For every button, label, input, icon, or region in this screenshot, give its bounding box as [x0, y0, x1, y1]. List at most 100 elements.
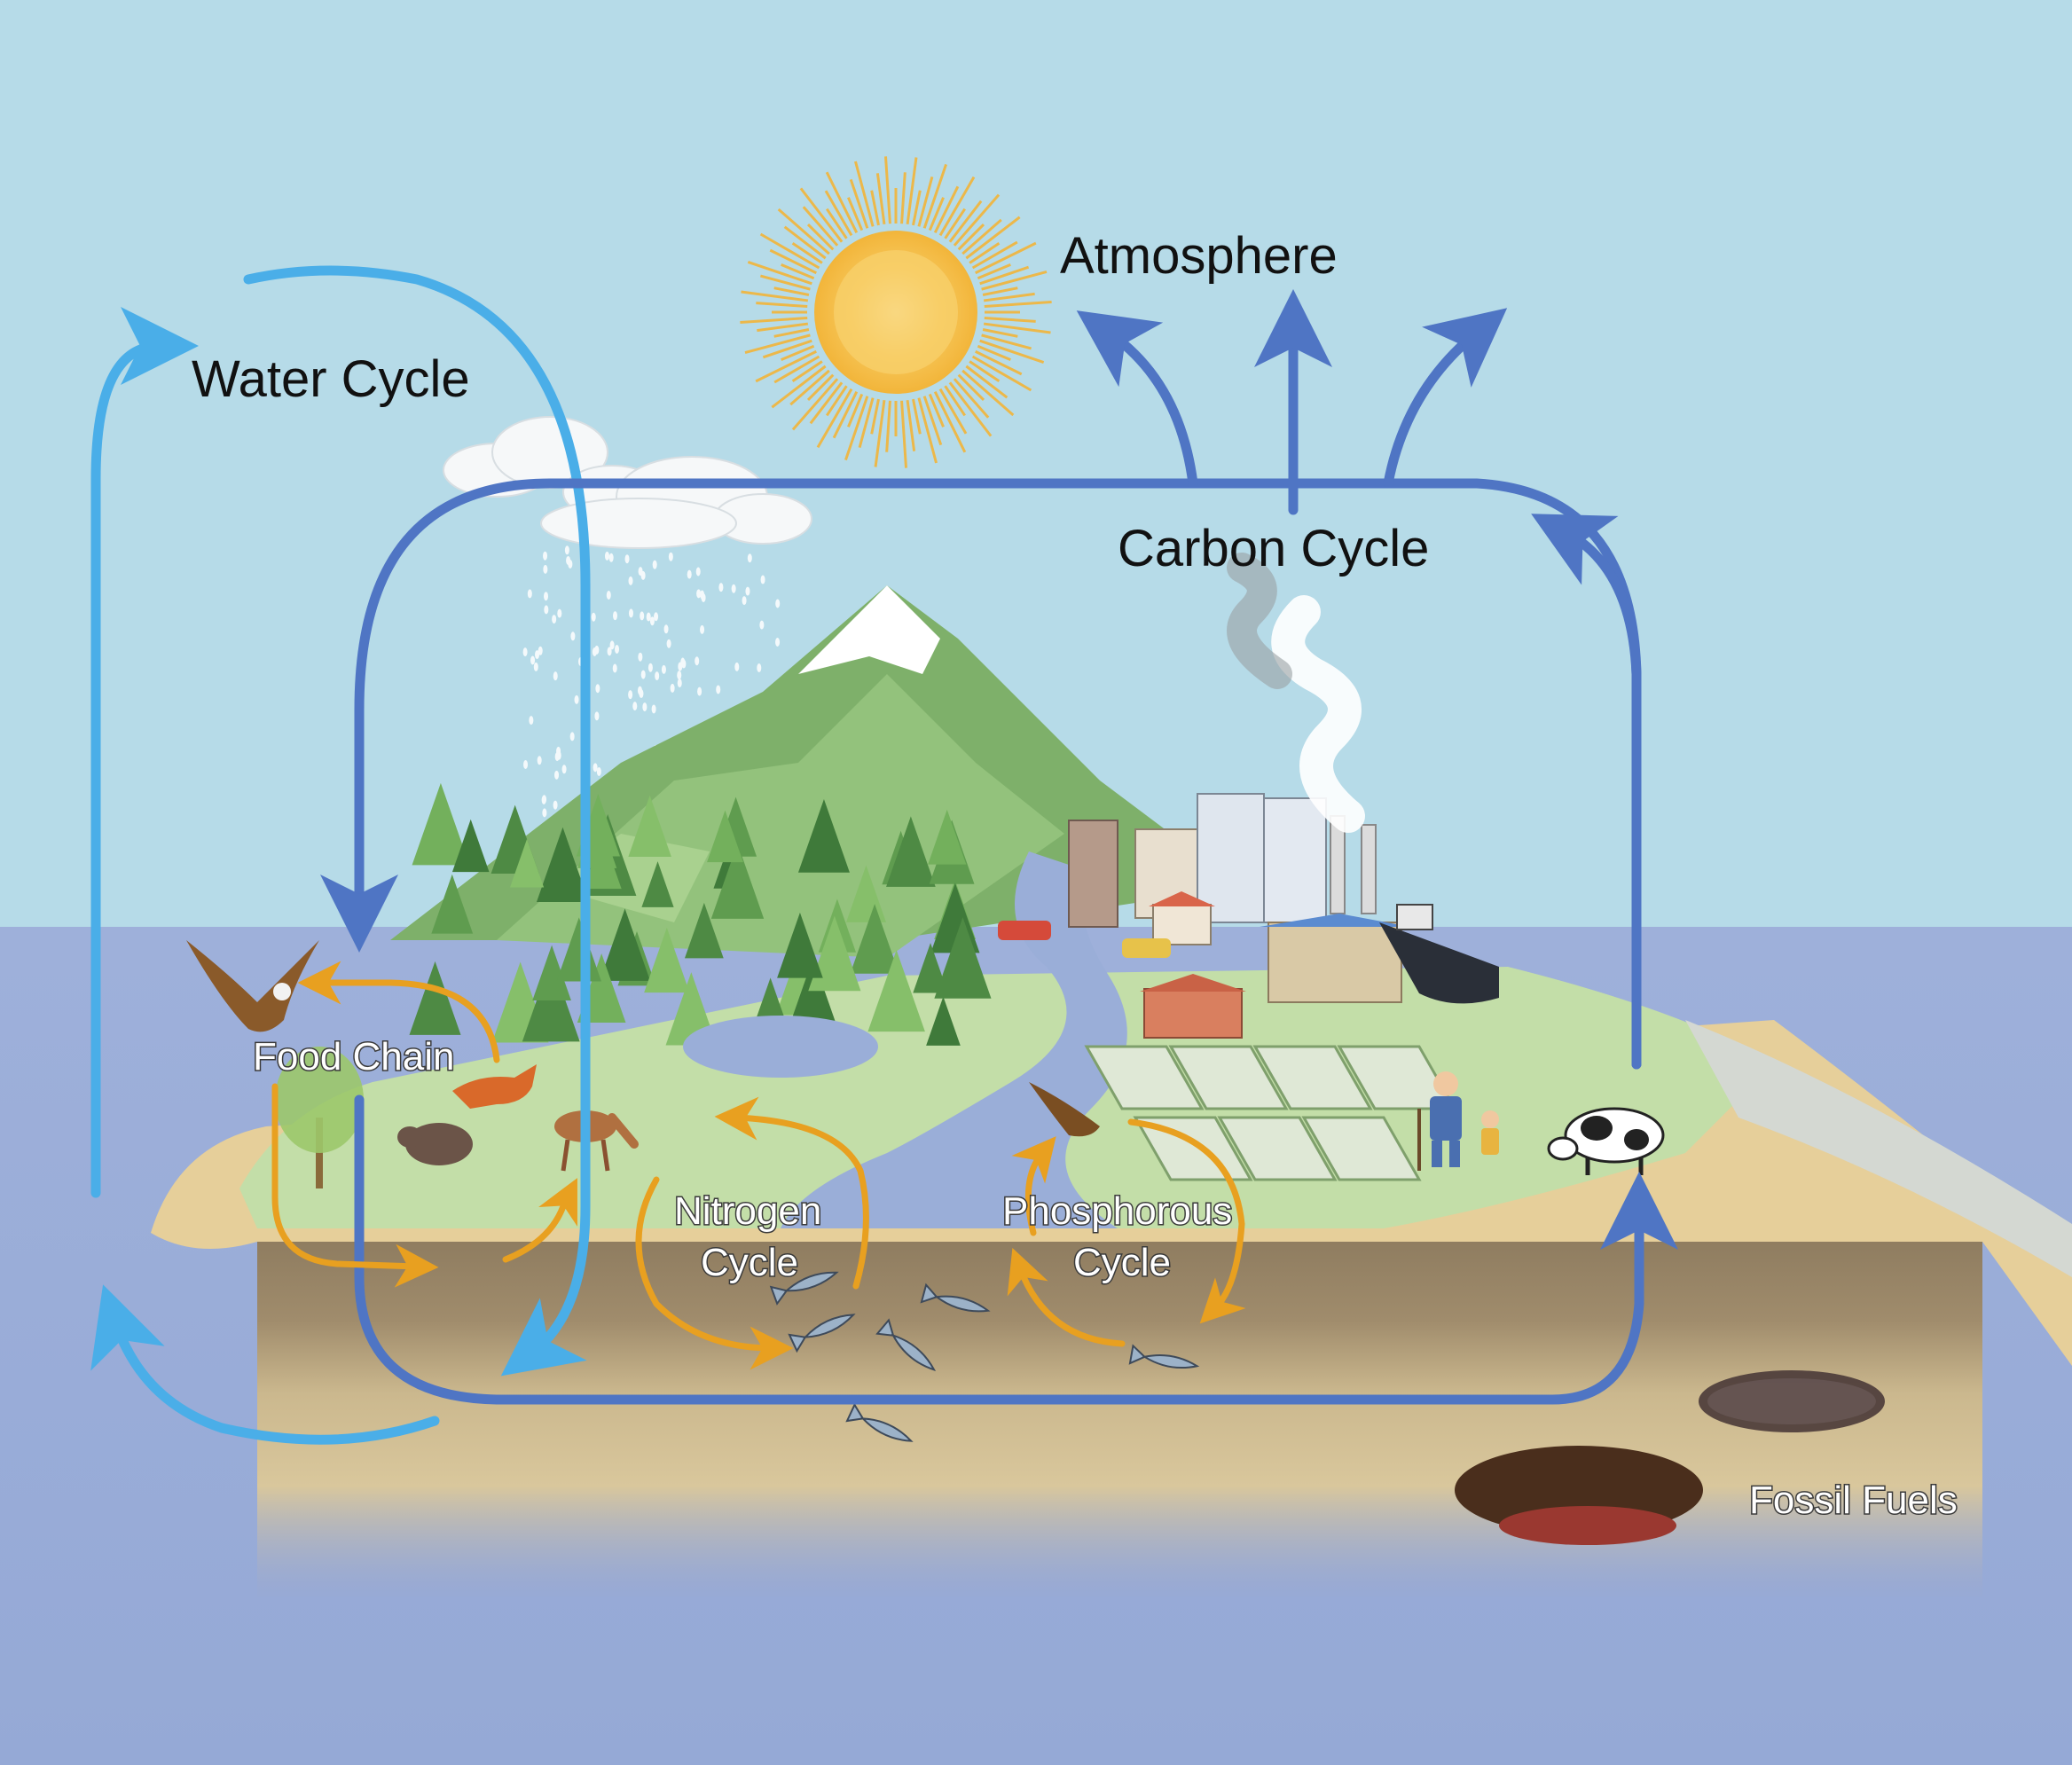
label-atmosphere: Atmosphere	[1060, 227, 1338, 285]
raindrop	[654, 612, 659, 622]
fish	[769, 1271, 839, 1306]
sun-ray	[759, 232, 820, 270]
sun-ray	[984, 317, 1036, 323]
sun-ray	[922, 163, 947, 229]
fish-icon	[769, 1271, 1200, 1442]
sun-ray	[825, 385, 848, 417]
raindrop	[544, 592, 549, 601]
sun-ray	[912, 190, 922, 226]
sun-ray	[953, 378, 990, 419]
raindrop	[533, 662, 538, 671]
forest-tree	[451, 819, 490, 873]
raindrop	[593, 763, 598, 773]
carbon-to-atmosphere-right	[1383, 308, 1508, 489]
sun-ray	[771, 365, 827, 409]
boar-icon	[397, 1123, 473, 1165]
forest-tree	[797, 798, 850, 873]
raindrop	[760, 575, 765, 584]
phosphorous-cycle-arrow-top	[1011, 1136, 1056, 1236]
raindrop	[661, 664, 666, 674]
sun-ray	[983, 292, 1035, 302]
nitrogen-cycle-arrow-bottom	[635, 1176, 794, 1370]
sun-ray	[781, 344, 815, 361]
sun-ray	[847, 197, 864, 231]
food-chain-arrow-top	[297, 961, 500, 1063]
sun-ray	[853, 161, 875, 227]
deer-icon	[554, 1110, 639, 1172]
raindrop	[522, 647, 528, 657]
sun-ray	[773, 328, 810, 338]
raindrop	[695, 567, 701, 577]
water-cycle-arrow-return	[90, 1284, 440, 1445]
farm-field-plot	[1168, 1045, 1289, 1110]
sun-ray	[965, 365, 1009, 399]
raindrop	[680, 657, 686, 667]
car-icon	[998, 921, 1171, 958]
raindrop	[542, 808, 547, 818]
forest-tree	[532, 945, 571, 1000]
raindrop	[564, 545, 569, 555]
forest-tree	[641, 861, 674, 907]
sun-ray	[755, 349, 817, 383]
fish	[845, 1402, 914, 1442]
forest-tree	[536, 827, 589, 903]
sun-ray	[885, 400, 891, 452]
raindrop	[553, 800, 558, 810]
sun-ray	[791, 360, 823, 383]
raindrop	[632, 702, 638, 711]
sun-ray	[762, 339, 812, 359]
raindrop	[628, 608, 633, 618]
raindrop	[538, 646, 543, 655]
forest-tree	[644, 927, 690, 993]
raindrop	[624, 554, 630, 564]
forest-tree	[928, 809, 967, 865]
sun-ray	[832, 391, 859, 439]
sun-ray	[977, 344, 1011, 361]
food-chain-arrow-right	[502, 1178, 577, 1263]
raindrop	[556, 746, 561, 756]
raindrop	[594, 711, 600, 721]
raindrop	[591, 612, 596, 622]
raindrop	[612, 663, 617, 673]
sun-ray	[957, 223, 985, 251]
carbon-to-atmosphere-left	[1076, 310, 1198, 489]
sun-ray	[870, 190, 880, 226]
sun-ray	[981, 333, 1032, 350]
label-carbon-cycle: Carbon Cycle	[1118, 520, 1429, 577]
cow-icon	[1547, 1107, 1665, 1175]
label-phosphorous-cycle-line1: Phosphorous	[1002, 1189, 1232, 1233]
raindrop	[613, 611, 618, 621]
raindrop	[594, 645, 600, 655]
raindrop	[523, 760, 529, 770]
raindrop	[696, 589, 702, 599]
raindrop	[663, 624, 669, 634]
sun-ray	[944, 385, 967, 417]
sun-ray	[847, 393, 864, 428]
raindrop	[569, 732, 575, 741]
sun-ray	[928, 197, 945, 231]
sun-ray	[938, 176, 976, 237]
sun-ray	[944, 208, 967, 239]
carbon-cycle-bottom	[354, 1094, 1678, 1405]
sun-ray	[844, 396, 869, 461]
raindrop	[527, 589, 532, 599]
forest-tree	[412, 782, 470, 866]
raindrop	[734, 662, 740, 671]
raindrop	[607, 647, 612, 656]
food-chain-arrow-left	[271, 1083, 439, 1288]
sun-ray	[922, 396, 943, 446]
forest-tree	[684, 902, 724, 959]
sun-ray	[759, 274, 811, 291]
forest-tree	[600, 908, 651, 981]
sun-ray	[740, 317, 808, 325]
sun-ray	[791, 241, 823, 264]
raindrop	[640, 611, 645, 621]
raindrop	[655, 671, 660, 681]
eagle-icon	[186, 940, 319, 1032]
lake	[683, 1016, 878, 1078]
sun-ray	[957, 373, 985, 402]
sun-ray	[979, 265, 1030, 286]
sun-ray	[825, 171, 859, 233]
raindrop	[640, 670, 646, 679]
sun-ray	[961, 369, 1015, 417]
